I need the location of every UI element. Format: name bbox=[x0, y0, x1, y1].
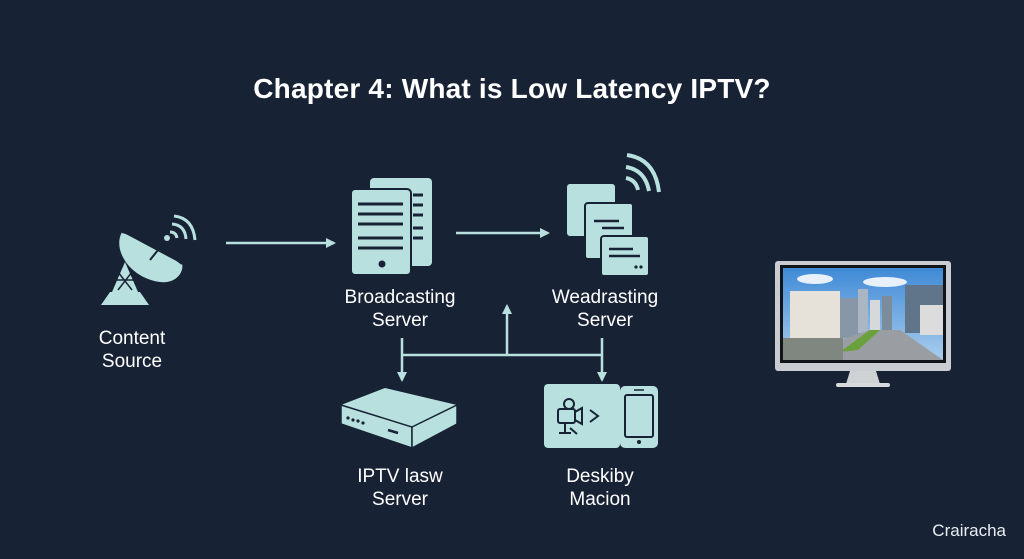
stacked-servers-wifi-icon bbox=[567, 153, 661, 277]
watermark-text: Crairacha bbox=[932, 521, 1006, 540]
monitor-cityscape-icon bbox=[775, 261, 951, 387]
node-label-iptv-server: IPTV lasw Server bbox=[357, 466, 443, 510]
set-top-box-icon bbox=[340, 388, 458, 450]
node-label-broadcasting-server: Broadcasting Server bbox=[344, 287, 456, 331]
camera-to-phone-icon bbox=[544, 384, 658, 448]
satellite-dish-icon bbox=[101, 214, 197, 305]
connectors bbox=[226, 228, 607, 382]
page-title: Chapter 4: What is Low Latency IPTV? bbox=[253, 73, 771, 104]
node-label-content-source: Content Source bbox=[98, 328, 166, 372]
server-documents-icon bbox=[350, 178, 432, 276]
node-label-weadrasting-server: Weadrasting Server bbox=[551, 287, 659, 331]
node-label-deskiby-macion: Deskiby Macion bbox=[566, 466, 634, 510]
